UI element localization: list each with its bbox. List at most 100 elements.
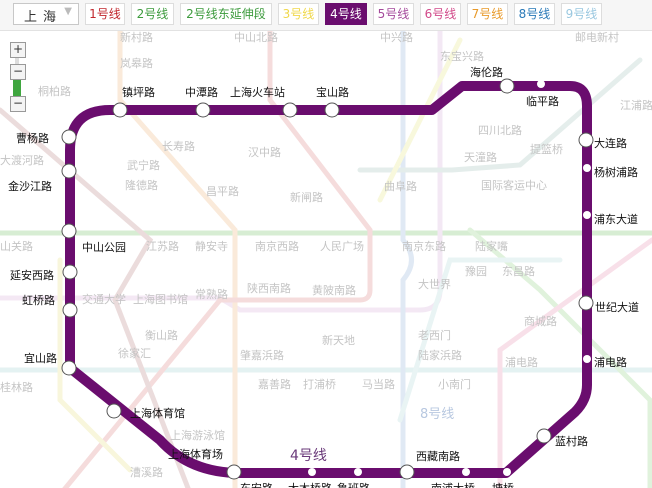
- line-4-label: 4号线: [290, 448, 327, 464]
- station-label[interactable]: 延安西路: [10, 269, 54, 282]
- bg-station-label: 新天地: [322, 334, 355, 347]
- bg-station-label: 大渡河路: [0, 154, 44, 167]
- bg-station-label: 岚皋路: [120, 57, 153, 70]
- bg-station-label: 老西门: [418, 329, 451, 342]
- bg-station-label: 马当路: [362, 378, 395, 391]
- line-button-5[interactable]: 4号线: [325, 3, 367, 25]
- station-label[interactable]: 宜山路: [24, 352, 57, 365]
- station-label[interactable]: 大木桥路: [288, 480, 332, 488]
- bg-station-label: 天潼路: [464, 151, 497, 164]
- line-button-6[interactable]: 5号线: [373, 3, 414, 25]
- zoom-out-button[interactable]: −: [10, 96, 26, 112]
- station-label[interactable]: 中山公园: [82, 241, 126, 254]
- bg-station-label: 小南门: [438, 378, 471, 391]
- line-button-8[interactable]: 7号线: [467, 3, 508, 25]
- bg-station-label: 南京东路: [402, 240, 446, 253]
- station-label[interactable]: 上海体育馆: [130, 407, 185, 420]
- bg-station-label: 陕西南路: [247, 282, 291, 295]
- station-label[interactable]: 上海火车站: [230, 86, 285, 99]
- bg-station-label: 交通大学: [82, 293, 126, 306]
- bg-station-label: 漕溪路: [130, 466, 163, 479]
- bg-station-label: 曲阜路: [384, 180, 417, 193]
- bg-station-label: 山关路: [0, 240, 33, 253]
- bg-station-label: 东宝兴路: [440, 50, 484, 63]
- zoom-slider-handle[interactable]: −: [10, 64, 26, 80]
- subway-map[interactable]: 新村路 岚皋路 中山北路 中兴路 东宝兴路 邮电新村 桐柏路 长寿路 汉中路 四…: [0, 31, 652, 488]
- chevron-down-icon: ▼: [64, 6, 72, 17]
- bg-station-label: 商城路: [524, 315, 557, 328]
- bg-station-label: 东昌路: [502, 265, 535, 278]
- bg-station-label: 桂林路: [0, 381, 33, 394]
- bg-station-label: 豫园: [465, 265, 487, 278]
- bg-station-label: 上海游泳馆: [170, 429, 225, 442]
- bg-station-label: 常熟路: [195, 288, 228, 301]
- bg-station-label: 南京西路: [255, 240, 299, 253]
- bg-station-label: 陆家浜路: [418, 349, 462, 362]
- bg-station-label: 桐柏路: [38, 85, 71, 98]
- station-label[interactable]: 宝山路: [316, 86, 349, 99]
- bg-station-label: 昌平路: [206, 185, 239, 198]
- map-zoom-control: + − −: [10, 42, 26, 112]
- bg-station-label: 上海图书馆: [133, 293, 188, 306]
- station-label[interactable]: 曹杨路: [16, 132, 49, 145]
- bg-station-label: 隆德路: [125, 179, 158, 192]
- bg-station-label: 黄陂南路: [312, 284, 356, 297]
- zoom-level-bar[interactable]: [13, 80, 21, 96]
- station-label[interactable]: 东安路: [240, 480, 273, 488]
- zoom-track: [15, 58, 19, 64]
- bg-station-label: 武宁路: [127, 159, 160, 172]
- bg-station-label: 国际客运中心: [481, 179, 547, 192]
- station-label[interactable]: 大连路: [594, 137, 627, 150]
- station-label[interactable]: 蓝村路: [555, 435, 588, 448]
- bg-station-label: 肇嘉浜路: [240, 349, 284, 362]
- station-label[interactable]: 上海体育场: [168, 448, 223, 461]
- bg-station-label: 长寿路: [162, 140, 195, 153]
- station-label[interactable]: 镇坪路: [122, 86, 155, 99]
- zoom-in-button[interactable]: +: [10, 42, 26, 58]
- bg-station-label: 打浦桥: [303, 378, 336, 391]
- bg-station-label: 陆家嘴: [475, 240, 508, 253]
- bg-station-label: 新村路: [120, 31, 153, 44]
- station-label[interactable]: 世纪大道: [595, 301, 639, 314]
- bg-station-label: 浦电路: [505, 356, 538, 369]
- bg-station-label: 四川北路: [478, 124, 522, 137]
- station-label[interactable]: 临平路: [526, 95, 559, 108]
- line-button-9[interactable]: 8号线: [514, 3, 555, 25]
- bg-station-label: 新闸路: [290, 191, 323, 204]
- station-label[interactable]: 中潭路: [185, 86, 218, 99]
- station-label[interactable]: 南浦大桥: [431, 480, 475, 488]
- line-button-10[interactable]: 9号线: [561, 3, 602, 25]
- line-8-label: 8号线: [420, 407, 455, 422]
- map-canvas: [0, 31, 652, 488]
- bg-station-label: 静安寺: [195, 240, 228, 253]
- bg-station-label: 徐家汇: [118, 347, 151, 360]
- line-selector-toolbar: 上海 ▼ 1号线 2号线 2号线东延伸段 3号线 4号线 5号线 6号线 7号线 8号线 9号线: [0, 0, 652, 31]
- bg-station-label: 中山北路: [234, 31, 278, 44]
- bg-station-label: 江苏路: [146, 240, 179, 253]
- line-button-1[interactable]: 1号线: [85, 3, 125, 25]
- station-label[interactable]: 虹桥路: [22, 294, 55, 307]
- line-button-3[interactable]: 2号线东延伸段: [180, 3, 272, 25]
- line-button-2[interactable]: 2号线: [131, 3, 174, 25]
- station-label[interactable]: 西藏南路: [416, 450, 460, 463]
- bg-station-label: 中兴路: [380, 31, 413, 44]
- station-label[interactable]: 鲁班路: [337, 480, 370, 488]
- city-select-value: 上海: [24, 10, 63, 25]
- bg-station-label: 衡山路: [145, 329, 178, 342]
- bg-station-label: 提篮桥: [530, 143, 563, 156]
- bg-station-label: 大世界: [418, 278, 451, 291]
- bg-station-label: 嘉善路: [258, 378, 291, 391]
- city-select[interactable]: 上海 ▼: [13, 3, 79, 25]
- bg-station-label: 人民广场: [320, 240, 364, 253]
- bg-station-label: 汉中路: [248, 146, 281, 159]
- bg-station-label: 邮电新村: [575, 31, 619, 44]
- station-label[interactable]: 浦东大道: [594, 213, 638, 226]
- line-button-4[interactable]: 3号线: [278, 3, 319, 25]
- station-label[interactable]: 海伦路: [470, 66, 503, 79]
- line-button-7[interactable]: 6号线: [420, 3, 461, 25]
- station-label[interactable]: 杨树浦路: [594, 166, 638, 179]
- station-label[interactable]: 金沙江路: [8, 180, 52, 193]
- station-label[interactable]: 塘桥: [492, 480, 514, 488]
- bg-station-label: 江浦路: [620, 99, 652, 112]
- station-label[interactable]: 浦电路: [594, 356, 627, 369]
